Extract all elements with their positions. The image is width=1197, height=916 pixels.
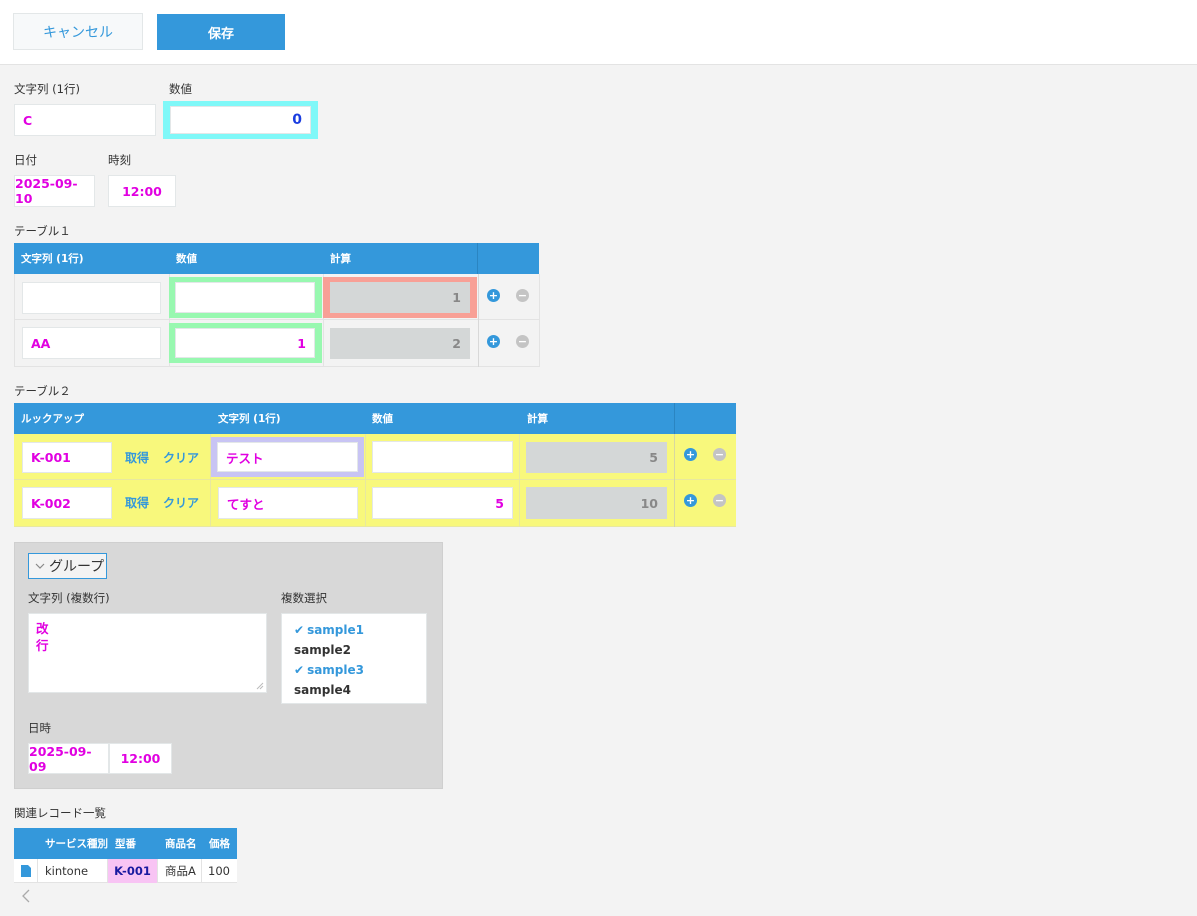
lookup-get-link[interactable]: 取得 — [125, 496, 150, 510]
related-cell-service: kintone — [38, 859, 108, 883]
table2-row2-text-input[interactable]: てすと — [218, 487, 358, 519]
date-label: 日付 — [14, 153, 37, 167]
time-label: 時刻 — [108, 153, 131, 167]
multiselect-list[interactable]: ✔sample1 sample2 ✔sample3 sample4 — [281, 613, 427, 704]
multiselect-label: 複数選択 — [281, 591, 327, 605]
related-cell-product: 商品A — [158, 859, 202, 883]
related-header-price: 価格 — [209, 838, 230, 850]
option-label: sample3 — [307, 663, 364, 677]
option-label: sample1 — [307, 623, 364, 637]
resize-handle-icon[interactable] — [256, 682, 264, 690]
lookup-get-link[interactable]: 取得 — [125, 451, 150, 465]
table2-header-calc: 計算 — [527, 413, 548, 425]
table2-row1-calc-value: 5 — [526, 442, 667, 473]
check-icon: ✔ — [294, 663, 305, 677]
record-detail-icon[interactable] — [14, 859, 38, 883]
related-cell-price: 100 — [208, 864, 230, 878]
table2-header: ルックアップ 文字列 (1行) 数値 計算 — [14, 403, 736, 434]
datetime-date-input[interactable]: 2025-09-09 — [28, 743, 109, 774]
group-title: グループ — [49, 559, 105, 575]
multiselect-option[interactable]: sample4 — [294, 680, 426, 700]
date-input[interactable]: 2025-09-10 — [14, 175, 95, 207]
table2-header-text: 文字列 (1行) — [218, 413, 281, 425]
table-row — [14, 434, 736, 480]
related-header-product: 商品名 — [165, 838, 197, 850]
table2-header-number: 数値 — [372, 413, 393, 425]
table2-row2-number-input[interactable]: 5 — [372, 487, 513, 519]
table-row — [14, 480, 736, 527]
table2-row2-lookup-input[interactable]: K-002 — [22, 487, 112, 519]
table1-row1-calc-value: 1 — [330, 282, 470, 313]
check-icon: ✔ — [294, 623, 305, 637]
add-row-icon[interactable]: + — [487, 335, 500, 348]
datetime-time-input[interactable]: 12:00 — [109, 743, 172, 774]
table1-header-calc: 計算 — [330, 253, 351, 265]
remove-row-icon[interactable]: − — [713, 494, 726, 507]
multiselect-option[interactable]: ✔sample1 — [294, 620, 426, 640]
chevron-down-icon — [34, 560, 46, 572]
number-input[interactable]: 0 — [170, 106, 311, 134]
multiselect-option[interactable]: sample2 — [294, 640, 426, 660]
table1-row2-number-input[interactable]: 1 — [175, 328, 315, 358]
table-row — [15, 320, 539, 367]
table2-row1-lookup-input[interactable]: K-001 — [22, 442, 112, 473]
table2-title: テーブル２ — [14, 384, 71, 398]
add-row-icon[interactable]: + — [487, 289, 500, 302]
related-header-service: サービス種別 — [45, 838, 108, 850]
add-row-icon[interactable]: + — [684, 494, 697, 507]
multiline-label: 文字列 (複数行) — [28, 591, 110, 605]
option-label: sample2 — [294, 643, 351, 657]
table1-row1-number-input[interactable] — [175, 282, 315, 313]
related-header: サービス種別 型番 商品名 価格 — [14, 828, 237, 859]
option-label: sample4 — [294, 683, 351, 697]
table2-row1-number-input[interactable] — [372, 441, 513, 473]
related-header-model: 型番 — [115, 838, 136, 850]
table2-row1-text-input[interactable]: テスト — [217, 442, 358, 472]
lookup-clear-link[interactable]: クリア — [163, 496, 200, 510]
table2-row2-calc-value: 10 — [526, 487, 667, 519]
table1-row1-text-input[interactable] — [22, 282, 161, 314]
remove-row-icon[interactable]: − — [713, 448, 726, 461]
table-row: kintone K-001 商品A 100 — [14, 859, 237, 883]
add-row-icon[interactable]: + — [684, 448, 697, 461]
related-cell-model: K-001 — [108, 859, 158, 883]
table1-header-text: 文字列 (1行) — [21, 253, 84, 265]
number-label: 数値 — [169, 82, 192, 96]
table1-header-number: 数値 — [176, 253, 197, 265]
chevron-left-icon[interactable] — [20, 888, 32, 904]
table2-header-lookup: ルックアップ — [21, 413, 84, 425]
remove-row-icon[interactable]: − — [516, 289, 529, 302]
remove-row-icon[interactable]: − — [516, 335, 529, 348]
time-input[interactable]: 12:00 — [108, 175, 176, 207]
datetime-label: 日時 — [28, 721, 51, 735]
table1-row2-calc-value: 2 — [330, 328, 470, 359]
table-row — [15, 274, 539, 320]
related-title: 関連レコード一覧 — [14, 806, 106, 820]
save-button[interactable]: 保存 — [157, 14, 285, 50]
multiline-textarea[interactable]: 改 行 — [28, 613, 267, 693]
table1-title: テーブル１ — [14, 224, 71, 238]
table1-header: 文字列 (1行) 数値 計算 — [14, 243, 539, 274]
multiselect-option[interactable]: ✔sample3 — [294, 660, 426, 680]
text-single-label: 文字列 (1行) — [14, 82, 80, 96]
group-toggle[interactable]: グループ — [28, 553, 107, 579]
table1-row2-text-input[interactable]: AA — [22, 327, 161, 359]
multiline-line: 改 — [36, 621, 49, 636]
lookup-clear-link[interactable]: クリア — [163, 451, 200, 465]
cancel-button[interactable]: キャンセル — [13, 13, 143, 50]
text-single-input[interactable]: C — [14, 104, 156, 136]
multiline-line: 行 — [36, 638, 49, 653]
